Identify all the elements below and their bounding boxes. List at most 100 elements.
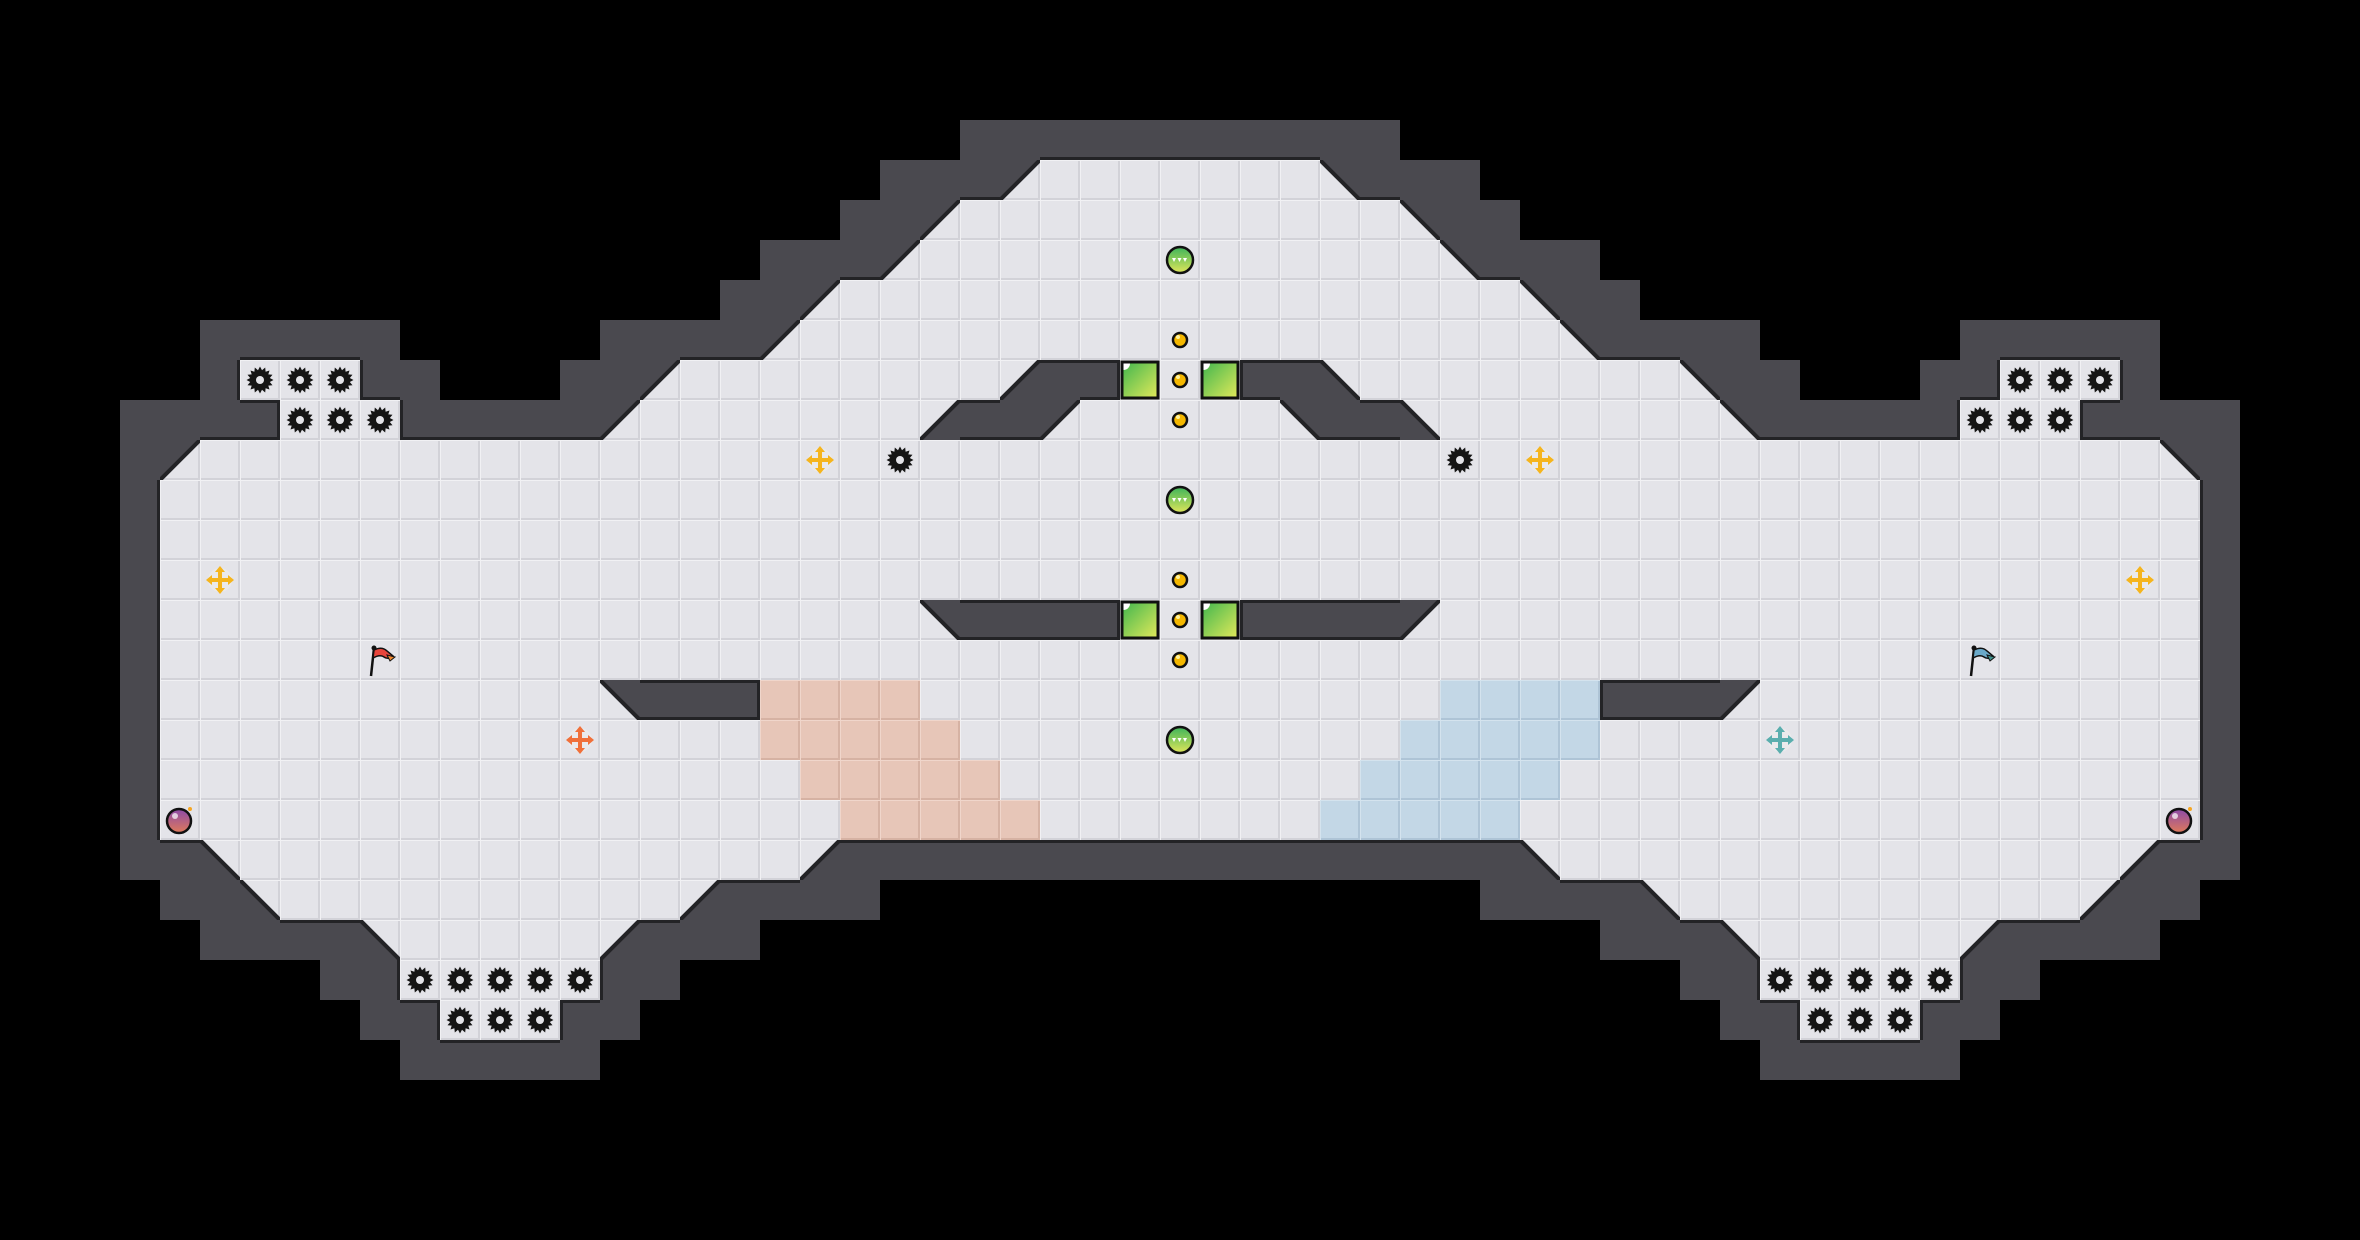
wall-tile bbox=[1160, 840, 1200, 880]
floor-tile bbox=[840, 640, 880, 680]
wall-tile bbox=[120, 560, 160, 600]
floor-tile bbox=[1920, 480, 1960, 520]
wall-tile bbox=[120, 440, 160, 480]
floor-tile bbox=[2040, 560, 2080, 600]
floor-tile bbox=[1480, 640, 1520, 680]
floor-tile bbox=[560, 840, 600, 880]
floor-tile bbox=[1240, 480, 1280, 520]
wall-tile bbox=[2040, 920, 2080, 960]
floor-tile bbox=[1760, 440, 1800, 480]
floor-tile bbox=[1160, 160, 1200, 200]
diagonal-wall-shape bbox=[1680, 360, 1720, 400]
wall-tile bbox=[1640, 680, 1680, 720]
blue-team-tile bbox=[1440, 800, 1480, 840]
floor-tile bbox=[2120, 800, 2160, 840]
floor-tile bbox=[440, 960, 480, 1000]
floor-tile bbox=[1200, 320, 1240, 360]
wall-tile bbox=[320, 920, 360, 960]
floor-tile bbox=[440, 440, 480, 480]
floor-tile bbox=[1480, 280, 1520, 320]
diagonal-wall-shape bbox=[1720, 400, 1760, 440]
floor-tile bbox=[200, 600, 240, 640]
wall-tile bbox=[760, 880, 800, 920]
powerup-orb-icon bbox=[1165, 245, 1195, 275]
floor-tile bbox=[640, 640, 680, 680]
floor-tile bbox=[240, 640, 280, 680]
floor-tile bbox=[1000, 320, 1040, 360]
red-team-tile bbox=[920, 760, 960, 800]
floor-tile bbox=[400, 760, 440, 800]
floor-tile bbox=[1320, 760, 1360, 800]
wall-tile bbox=[1160, 120, 1200, 160]
floor-tile bbox=[320, 520, 360, 560]
floor-tile bbox=[680, 800, 720, 840]
yellow-token-icon bbox=[1171, 411, 1189, 429]
entity bbox=[2160, 800, 2200, 840]
floor-tile bbox=[200, 760, 240, 800]
wall-tile bbox=[400, 1040, 440, 1080]
floor-tile bbox=[1120, 440, 1160, 480]
floor-tile bbox=[1120, 480, 1160, 520]
floor-tile bbox=[360, 880, 400, 920]
diagonal-wall-shape bbox=[1280, 400, 1320, 440]
wall-tile bbox=[720, 880, 760, 920]
wall-tile bbox=[1200, 120, 1240, 160]
floor-tile bbox=[1240, 240, 1280, 280]
floor-tile bbox=[1600, 640, 1640, 680]
wall-tile bbox=[120, 520, 160, 560]
wall-tile bbox=[720, 280, 760, 320]
spike-icon bbox=[2006, 406, 2034, 434]
floor-tile bbox=[400, 640, 440, 680]
diagonal-wall-shape bbox=[880, 240, 920, 280]
floor-tile bbox=[560, 560, 600, 600]
wall-tile bbox=[1960, 1000, 2000, 1040]
floor-tile bbox=[2000, 840, 2040, 880]
wall-tile bbox=[840, 200, 880, 240]
wall-tile bbox=[2120, 360, 2160, 400]
floor-tile bbox=[2080, 360, 2120, 400]
floor-tile bbox=[2000, 400, 2040, 440]
floor-tile bbox=[720, 840, 760, 880]
floor-tile bbox=[920, 640, 960, 680]
wall-tile bbox=[800, 880, 840, 920]
spike-icon bbox=[526, 966, 554, 994]
floor-tile bbox=[1080, 560, 1120, 600]
floor-tile bbox=[1200, 240, 1240, 280]
floor-tile bbox=[1400, 440, 1440, 480]
floor-tile bbox=[1640, 480, 1680, 520]
wall-tile bbox=[1240, 840, 1280, 880]
floor-tile bbox=[1960, 600, 2000, 640]
diagonal-wall-tile bbox=[1000, 360, 1040, 400]
floor-tile bbox=[1840, 680, 1880, 720]
floor-tile bbox=[1040, 160, 1080, 200]
floor-tile bbox=[1240, 520, 1280, 560]
diagonal-wall-shape bbox=[1400, 400, 1440, 440]
floor-tile bbox=[2000, 440, 2040, 480]
spike-icon bbox=[1886, 966, 1914, 994]
spike-icon bbox=[286, 406, 314, 434]
wall-tile bbox=[1960, 960, 2000, 1000]
floor-tile bbox=[720, 720, 760, 760]
floor-tile bbox=[1880, 1000, 1920, 1040]
floor-tile bbox=[1800, 560, 1840, 600]
diagonal-wall-shape bbox=[1000, 360, 1040, 400]
blue-team-tile bbox=[1440, 720, 1480, 760]
floor-tile bbox=[1880, 920, 1920, 960]
floor-tile bbox=[720, 360, 760, 400]
floor-tile bbox=[1040, 560, 1080, 600]
floor-tile bbox=[440, 840, 480, 880]
floor-tile bbox=[280, 360, 320, 400]
floor-tile bbox=[760, 800, 800, 840]
floor-tile bbox=[1080, 320, 1120, 360]
floor-tile bbox=[1600, 400, 1640, 440]
red-team-tile bbox=[880, 760, 920, 800]
entity bbox=[1160, 240, 1200, 280]
floor-tile bbox=[1920, 600, 1960, 640]
floor-tile bbox=[720, 760, 760, 800]
floor-tile bbox=[1600, 600, 1640, 640]
floor-tile bbox=[1920, 760, 1960, 800]
wall-tile bbox=[1680, 960, 1720, 1000]
floor-tile bbox=[960, 440, 1000, 480]
wall-tile bbox=[1560, 880, 1600, 920]
wall-tile bbox=[240, 920, 280, 960]
